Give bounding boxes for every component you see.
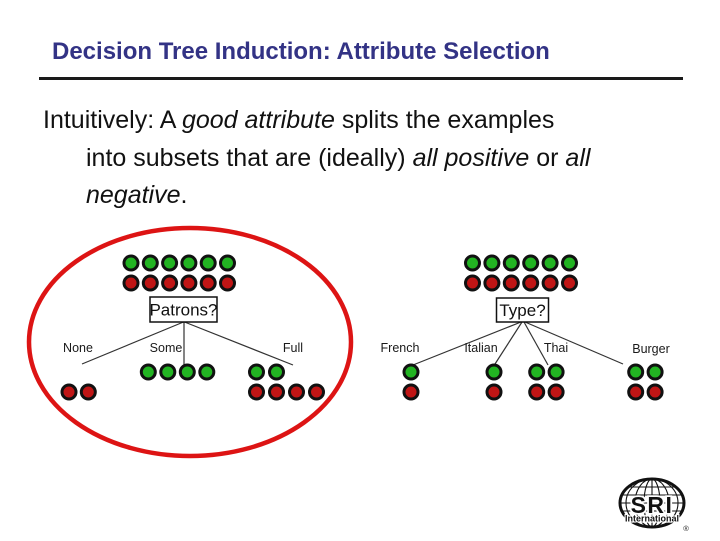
example-dot-negative xyxy=(199,274,217,292)
attribute-node-label: Type? xyxy=(499,301,545,320)
example-dot-negative xyxy=(483,274,501,292)
branch-label: Thai xyxy=(544,341,568,355)
example-dot-positive xyxy=(248,363,265,381)
example-dot-positive xyxy=(159,363,177,381)
body-text-run-italic: all xyxy=(565,143,591,172)
example-dot-positive xyxy=(198,363,216,381)
attribute-node-box xyxy=(495,297,550,323)
body-text-run-italic: negative xyxy=(86,181,181,209)
example-dot-negative xyxy=(122,274,140,292)
body-text-run: or xyxy=(529,143,566,172)
example-dot-negative xyxy=(547,383,565,401)
attribute-node-label: Patrons? xyxy=(149,301,217,320)
example-dot-positive xyxy=(139,363,157,381)
example-dot-negative xyxy=(161,274,179,292)
example-dot-positive xyxy=(528,363,546,381)
example-dot-positive xyxy=(141,254,159,272)
example-dot-negative xyxy=(646,383,664,401)
body-text-run: . xyxy=(180,181,188,209)
example-dot-positive xyxy=(483,254,501,272)
example-dot-negative xyxy=(219,274,236,292)
example-dot-positive xyxy=(464,254,481,272)
example-dot-positive xyxy=(219,254,236,272)
example-dot-negative xyxy=(485,383,503,401)
body-line-2: into subsets that are (ideally) all posi… xyxy=(43,140,683,178)
body-text-run: Intuitively: A xyxy=(43,106,182,134)
body-text-run-italic: all positive xyxy=(412,143,530,172)
tree-0-dots xyxy=(60,254,325,401)
example-dot-negative xyxy=(627,383,645,401)
example-dot-negative xyxy=(402,383,420,401)
example-dot-positive xyxy=(646,363,664,381)
branch-label: French xyxy=(381,341,420,355)
branch-line xyxy=(494,321,523,365)
branch-line xyxy=(412,321,522,366)
example-dot-negative xyxy=(268,383,285,401)
example-dot-negative xyxy=(60,383,78,401)
branch-label: Burger xyxy=(632,342,670,356)
example-dot-negative xyxy=(464,274,481,292)
body-paragraph: Intuitively: A good attribute splits the… xyxy=(43,102,683,215)
branch-label: Italian xyxy=(464,341,497,355)
example-dot-negative xyxy=(561,274,578,292)
logo-sub-text: International xyxy=(625,514,679,524)
body-line-1: Intuitively: A good attribute splits the… xyxy=(43,102,683,140)
example-dot-positive xyxy=(402,363,420,381)
example-dot-negative xyxy=(528,383,546,401)
globe-icon: SRI International ® xyxy=(618,477,689,533)
branch-line xyxy=(523,321,549,366)
example-dot-negative xyxy=(522,274,540,292)
example-dot-positive xyxy=(502,254,520,272)
body-text-run: splits the examples xyxy=(334,106,555,134)
body-text-run: into subsets that are (ideally) xyxy=(86,143,413,172)
example-dot-negative xyxy=(141,274,159,292)
example-dot-positive xyxy=(122,254,140,272)
branch-line xyxy=(81,321,184,365)
example-dot-positive xyxy=(541,254,559,272)
branch-line xyxy=(184,321,294,366)
body-text-run-italic: good attribute xyxy=(181,106,335,134)
example-dot-negative xyxy=(541,274,559,292)
branch-line xyxy=(524,321,624,365)
example-dot-positive xyxy=(178,363,196,381)
example-dot-negative xyxy=(502,274,520,292)
example-dot-positive xyxy=(485,363,503,381)
example-dot-positive xyxy=(268,363,285,381)
registered-mark: ® xyxy=(683,524,689,533)
example-dot-positive xyxy=(522,254,540,272)
example-dot-positive xyxy=(180,254,198,272)
example-dot-positive xyxy=(161,254,179,272)
example-dot-negative xyxy=(180,274,198,292)
attribute-node-box xyxy=(149,296,218,323)
example-dot-negative xyxy=(248,383,265,401)
page-title: Decision Tree Induction: Attribute Selec… xyxy=(52,38,550,65)
title-underline xyxy=(39,77,683,80)
logo-main-text: SRI xyxy=(631,492,674,518)
example-dot-positive xyxy=(627,363,645,381)
example-dot-negative xyxy=(79,383,97,401)
example-dot-positive xyxy=(547,363,565,381)
tree-type: Type? French Italian Thai Burger xyxy=(381,254,670,401)
highlight-ellipse xyxy=(26,225,354,459)
example-dot-negative xyxy=(308,383,325,401)
example-dot-negative xyxy=(288,383,305,401)
example-dot-positive xyxy=(561,254,578,272)
body-line-3: negative. xyxy=(43,177,683,215)
example-dot-positive xyxy=(199,254,217,272)
tree-1-dots xyxy=(402,254,664,401)
tree-patrons: Patrons? None Some Full xyxy=(60,254,325,401)
branch-label: None xyxy=(63,341,93,355)
sri-logo: SRI International ® xyxy=(616,476,694,536)
branch-label: Some xyxy=(150,341,183,355)
branch-label: Full xyxy=(283,341,303,355)
